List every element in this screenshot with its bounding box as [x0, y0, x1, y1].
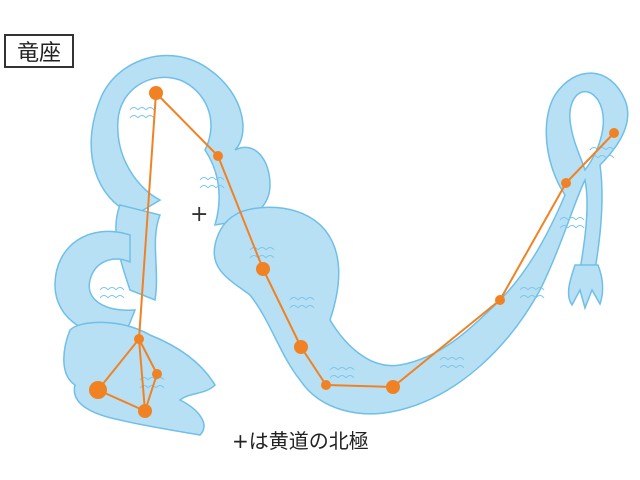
ecliptic-north-pole-marker: + — [190, 202, 209, 227]
star — [213, 151, 223, 161]
dragon-scale — [605, 155, 615, 159]
dragon-body-main — [213, 72, 629, 415]
dragon-scale — [155, 385, 165, 389]
dragon-lower-coil — [54, 230, 137, 337]
dragon-tail-tip — [567, 264, 604, 311]
dragon-scale — [337, 375, 347, 379]
constellation-line — [392, 299, 501, 388]
dragon-scale — [447, 365, 457, 369]
dragon-scale — [215, 177, 225, 181]
star — [134, 334, 144, 344]
constellation-line — [138, 338, 146, 412]
constellation-line — [262, 268, 302, 348]
dragon-scale — [337, 367, 347, 371]
star — [152, 369, 162, 379]
star — [149, 86, 163, 100]
dragon-scale — [115, 295, 125, 299]
star — [294, 340, 308, 354]
dragon-scale — [329, 375, 339, 379]
dragon-scale — [447, 357, 457, 361]
constellation-line — [499, 182, 567, 301]
dragon-scale — [207, 185, 217, 189]
dragon-scale — [559, 217, 569, 221]
dragon-scale — [99, 287, 109, 291]
dragon-scale — [305, 305, 315, 309]
constellation-line — [138, 92, 157, 340]
dragon-head — [63, 321, 216, 436]
dragon-scale — [559, 225, 569, 229]
dragon-scale — [145, 107, 155, 111]
dragon-scale — [115, 287, 125, 291]
dragon-scale — [535, 295, 545, 299]
dragon-scale — [139, 377, 149, 381]
constellation-title: 竜座 — [4, 34, 74, 68]
star — [561, 178, 571, 188]
dragon-scale — [305, 297, 315, 301]
dragon-scale — [289, 297, 299, 301]
constellation-line — [97, 338, 140, 391]
dragon-scale — [107, 295, 117, 299]
constellation-stars — [89, 86, 619, 418]
dragon-scale — [129, 115, 139, 119]
dragon-scale — [527, 295, 537, 299]
dragon-scale — [329, 367, 339, 371]
dragon-scale — [297, 305, 307, 309]
dragon-scale — [257, 247, 267, 251]
dragon-scale — [567, 225, 577, 229]
constellation-line — [138, 338, 158, 375]
dragon-scale — [207, 177, 217, 181]
dragon-scale — [519, 287, 529, 291]
dragon-scale — [137, 107, 147, 111]
dragon-scale — [455, 365, 465, 369]
dragon-scale — [137, 115, 147, 119]
constellation-line — [325, 384, 394, 388]
dragon-body-upper-coil — [90, 54, 271, 226]
dragon-scale — [605, 147, 615, 151]
dragon-scale — [567, 217, 577, 221]
star — [386, 380, 400, 394]
constellation-line — [300, 346, 327, 386]
dragon-scale — [575, 225, 585, 229]
dragon-scale — [455, 357, 465, 361]
dragon-scale — [145, 115, 155, 119]
dragon-scale — [535, 287, 545, 291]
star — [138, 404, 152, 418]
dragon-scale — [439, 365, 449, 369]
dragon-scale — [139, 385, 149, 389]
dragon-scale — [147, 385, 157, 389]
dragon-scale — [215, 185, 225, 189]
dragon-scale — [597, 155, 607, 159]
star — [89, 381, 107, 399]
constellation-lines — [97, 92, 615, 412]
dragon-scale — [519, 295, 529, 299]
star — [609, 128, 619, 138]
legend-caption: +は黄道の北極 — [232, 429, 369, 453]
dragon-scale — [527, 287, 537, 291]
star — [256, 262, 270, 276]
dragon-scale — [265, 247, 275, 251]
dragon-scale — [575, 217, 585, 221]
star — [321, 380, 331, 390]
dragon-scale — [199, 185, 209, 189]
dragon-illustration — [54, 54, 629, 436]
dragon-scale — [289, 305, 299, 309]
dragon-scale — [345, 367, 355, 371]
dragon-scale — [107, 287, 117, 291]
constellation-line — [155, 92, 219, 157]
dragon-scale — [345, 375, 355, 379]
star — [495, 295, 505, 305]
dragon-scale — [297, 297, 307, 301]
dragon-scale — [129, 107, 139, 111]
constellation-line — [565, 132, 615, 184]
dragon-scale — [199, 177, 209, 181]
dragon-scale — [99, 295, 109, 299]
dragon-scale — [265, 255, 275, 259]
dragon-scale-pattern — [99, 107, 615, 389]
constellation-line — [217, 155, 264, 270]
dragon-scale — [439, 357, 449, 361]
